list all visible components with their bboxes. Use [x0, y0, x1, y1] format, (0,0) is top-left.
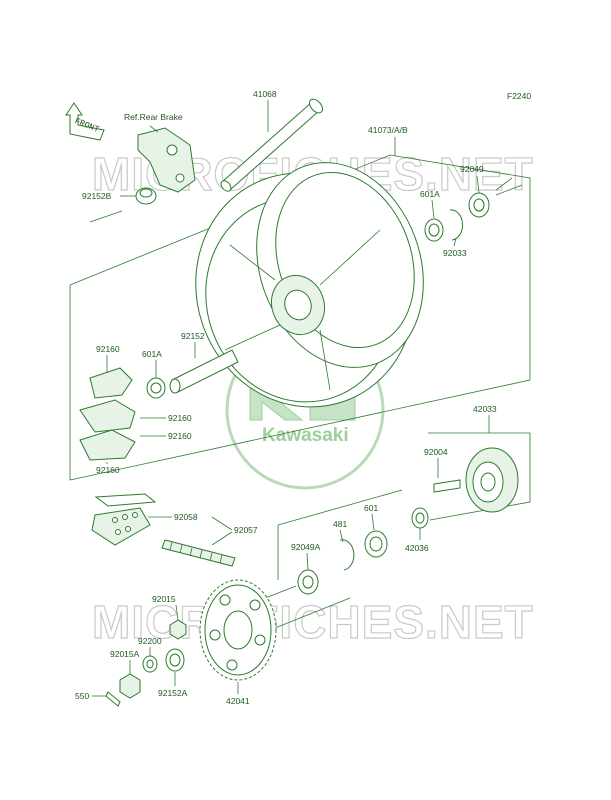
label-42036: 42036 [405, 543, 429, 553]
bearing-601a-left [146, 377, 166, 399]
washer-92200 [142, 655, 158, 673]
nut-92015a [119, 673, 141, 699]
rear-sprocket [199, 579, 277, 681]
label-601a-top: 601A [420, 189, 440, 199]
label-92152: 92152 [181, 331, 205, 341]
label-92015a: 92015A [110, 649, 140, 659]
bearing-601a-top [424, 218, 444, 242]
label-92152a: 92152A [158, 688, 188, 698]
label-92160-a: 92160 [96, 344, 120, 354]
sprocket-hub [465, 447, 519, 513]
label-41073: 41073/A/B [368, 125, 408, 135]
front-arrow-icon: FRONT [65, 102, 105, 141]
label-92200: 92200 [138, 636, 162, 646]
label-601: 601 [364, 503, 378, 513]
hub-damper-upper [79, 367, 136, 461]
label-42033: 42033 [473, 404, 497, 414]
label-92004: 92004 [424, 447, 448, 457]
axle [220, 98, 324, 192]
label-92160-d: 92160 [96, 465, 120, 475]
label-92160-b: 92160 [168, 413, 192, 423]
brake-bracket [137, 125, 196, 193]
figure-code: F2240 [507, 91, 531, 101]
bearing-601 [364, 530, 388, 558]
stud-92004 [433, 479, 461, 493]
collar-92152 [169, 349, 239, 394]
label-92033: 92033 [443, 248, 467, 258]
chain-joint [91, 493, 157, 546]
collar-92152a [165, 648, 185, 672]
seal-92049 [468, 192, 490, 218]
watermark-bottom: MICROFICHES.NET [92, 596, 534, 648]
circlip-481 [339, 539, 355, 571]
label-42041: 42041 [226, 696, 250, 706]
label-41068: 41068 [253, 89, 277, 99]
rear-wheel [195, 162, 424, 408]
cotter-pin-550 [105, 691, 121, 707]
label-550: 550 [75, 691, 89, 701]
nut-92015 [169, 619, 187, 640]
logo-text: Kawasaki [262, 425, 349, 446]
collar-42036 [411, 507, 429, 529]
label-92049a: 92049A [291, 542, 321, 552]
label-92160-c: 92160 [168, 431, 192, 441]
label-92049: 92049 [460, 164, 484, 174]
circlip-92033 [449, 209, 464, 241]
collar-92152b [135, 187, 157, 205]
label-92015: 92015 [152, 594, 176, 604]
label-601a-left: 601A [142, 349, 162, 359]
ref-rear-brake-label: Ref.Rear Brake [124, 112, 183, 122]
drive-chain [161, 539, 236, 567]
label-92057: 92057 [234, 525, 258, 535]
label-92058: 92058 [174, 512, 198, 522]
label-481: 481 [333, 519, 347, 529]
seal-92049a [297, 569, 319, 595]
label-92152b: 92152B [82, 191, 112, 201]
